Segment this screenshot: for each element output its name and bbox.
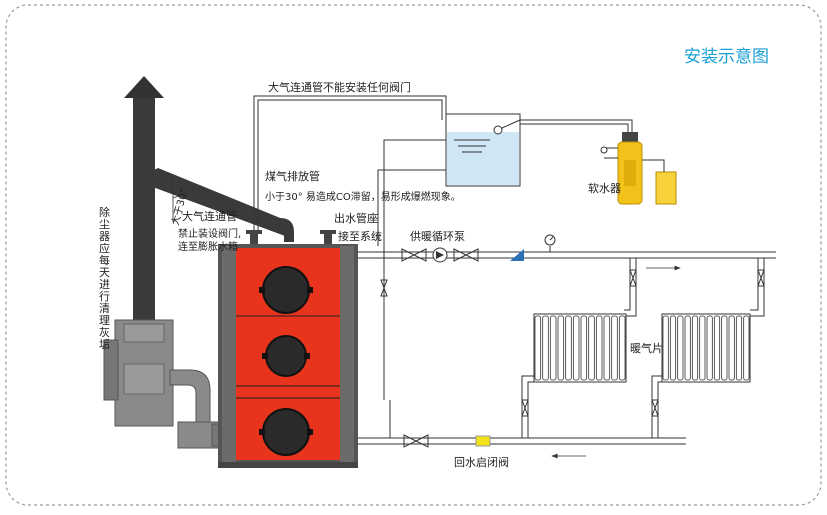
radiator-fin bbox=[662, 315, 669, 381]
radiator-fin bbox=[713, 315, 721, 381]
pressure-gauge-icon bbox=[544, 234, 556, 246]
radiator-fin bbox=[542, 315, 549, 381]
radiator-fin bbox=[669, 315, 677, 381]
radiator-fin bbox=[721, 315, 728, 381]
radiator-fin bbox=[618, 315, 626, 381]
label-dust-collector: 除尘器应每天进行清理灰垢 bbox=[99, 205, 110, 351]
radiator-fin bbox=[603, 315, 611, 381]
label-vent-pipe: 大气连通管 bbox=[182, 209, 237, 223]
chimney bbox=[124, 76, 294, 334]
radiator-fin bbox=[565, 315, 572, 381]
radiator-left bbox=[533, 313, 627, 383]
dust-collector bbox=[103, 319, 223, 449]
radiator-right bbox=[661, 313, 751, 383]
label-gas-note: 小于30° 易造成CO滞留，易形成爆燃现象。 bbox=[265, 190, 461, 203]
label-to-system: 接至系统 bbox=[338, 230, 382, 243]
angle-marker bbox=[172, 176, 194, 222]
label-gas-pipe: 煤气排放管 bbox=[265, 169, 320, 183]
radiator-fin bbox=[588, 315, 595, 381]
diagram-title: 安装示意图 bbox=[684, 47, 769, 67]
pump-icon bbox=[432, 247, 448, 263]
expansion-tank bbox=[445, 113, 521, 187]
radiator-fin bbox=[735, 315, 743, 381]
boiler bbox=[218, 230, 358, 468]
check-valve-icon bbox=[510, 249, 524, 261]
return-valve bbox=[403, 434, 429, 448]
piping bbox=[253, 95, 776, 445]
radiator-fin bbox=[677, 315, 684, 381]
label-atm-pipe-top: 大气连通管不能安装任何阀门 bbox=[268, 80, 411, 94]
label-vent-note-1: 禁止装设阀门, bbox=[178, 227, 241, 240]
water-softener bbox=[600, 132, 677, 205]
radiator-fin bbox=[595, 315, 603, 381]
radiator-fin bbox=[684, 315, 691, 381]
radiator-fin bbox=[699, 315, 706, 381]
return-valve-yellow bbox=[475, 435, 491, 447]
radiator-fin bbox=[580, 315, 588, 381]
riser-valves bbox=[380, 269, 765, 417]
radiator-fin bbox=[743, 315, 750, 381]
label-return-valve: 回水启闭阀 bbox=[454, 455, 509, 469]
frame-border bbox=[5, 4, 822, 506]
label-pump: 供暖循环泵 bbox=[410, 229, 465, 243]
radiator-fin bbox=[557, 315, 565, 381]
radiator-fin bbox=[728, 315, 735, 381]
radiator-fin bbox=[549, 315, 557, 381]
radiator-fin bbox=[611, 315, 618, 381]
supply-valve bbox=[401, 248, 479, 262]
radiator-fin bbox=[706, 315, 713, 381]
radiator-fin bbox=[691, 315, 699, 381]
label-outlet-seat: 出水管座 bbox=[334, 211, 378, 225]
label-radiator: 暖气片 bbox=[630, 341, 663, 355]
label-vent-note-2: 连至膨胀水箱 bbox=[178, 240, 238, 253]
radiator-fin bbox=[572, 315, 580, 381]
label-softener: 软水器 bbox=[588, 181, 621, 195]
radiator-fin bbox=[534, 315, 542, 381]
